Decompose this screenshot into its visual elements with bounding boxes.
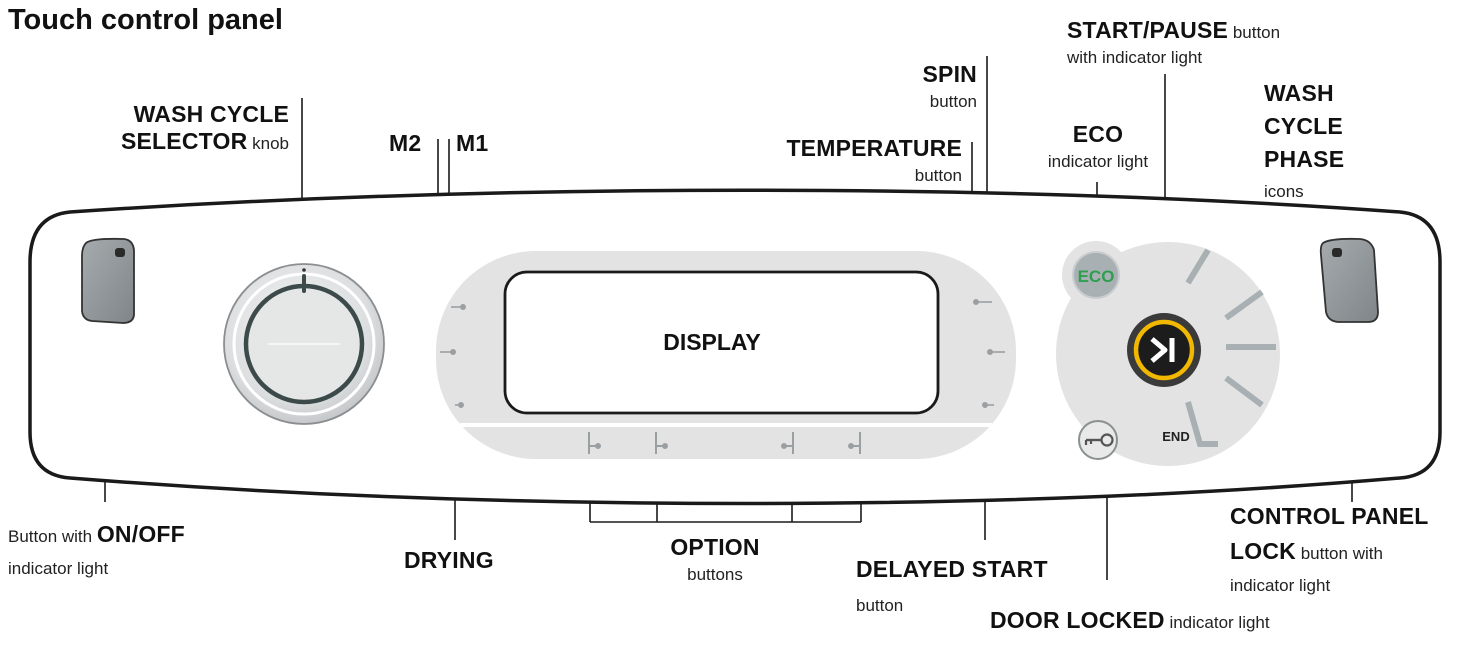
- option-button-3[interactable]: [781, 432, 794, 454]
- play-pause-icon: [1150, 337, 1175, 363]
- on-off-label: Button with ON/OFF indicator light: [8, 521, 185, 578]
- on-off-button[interactable]: [81, 237, 135, 324]
- delayed-start-touch-point[interactable]: [981, 401, 994, 408]
- end-text: END: [1162, 429, 1189, 444]
- m2-label: M2: [389, 130, 422, 156]
- phase-bar-end: [1185, 401, 1218, 447]
- wash-cycle-selector-knob[interactable]: [223, 263, 385, 425]
- temperature-touch-point[interactable]: [972, 298, 992, 305]
- option-button-1[interactable]: [588, 432, 601, 454]
- eco-badge-text: ECO: [1078, 267, 1115, 286]
- phase-bar-4: [1224, 375, 1264, 408]
- start-pause-label: START/PAUSE button with indicator light: [1067, 17, 1281, 68]
- door-locked-indicator-light: [1078, 420, 1118, 460]
- page-title: Touch control panel: [8, 4, 283, 36]
- option-button-4[interactable]: [848, 432, 861, 454]
- m2-touch-point[interactable]: [440, 348, 456, 355]
- control-panel-lock-label: CONTROL PANEL LOCK button with indicator…: [1230, 503, 1429, 595]
- on-off-indicator-light: [115, 248, 125, 257]
- key-icon: [1084, 433, 1114, 447]
- drying-label: DRYING: [404, 547, 494, 573]
- wash-cycle-phase-label: WASH CYCLE PHASE icons: [1264, 80, 1345, 201]
- drying-touch-point[interactable]: [455, 401, 464, 408]
- phase-bar-1: [1185, 248, 1211, 285]
- display-window: [503, 270, 940, 415]
- display-label: DISPLAY: [663, 329, 761, 355]
- m1-touch-point[interactable]: [451, 303, 466, 310]
- eco-indicator-light: ECO: [1072, 251, 1120, 299]
- control-panel-lock-indicator-light: [1332, 248, 1342, 257]
- phase-bar-2: [1224, 289, 1264, 321]
- start-pause-button[interactable]: [1127, 313, 1201, 387]
- control-panel-lock-button[interactable]: [1319, 237, 1379, 323]
- spin-touch-point[interactable]: [986, 348, 1005, 355]
- option-button-2[interactable]: [655, 432, 668, 454]
- door-locked-label: DOOR LOCKED indicator light: [990, 607, 1270, 633]
- wash-cycle-selector-label: WASH CYCLE SELECTOR knob: [120, 101, 289, 154]
- wash-cycle-phase-icons: [1185, 248, 1276, 447]
- m1-label: M1: [456, 130, 489, 156]
